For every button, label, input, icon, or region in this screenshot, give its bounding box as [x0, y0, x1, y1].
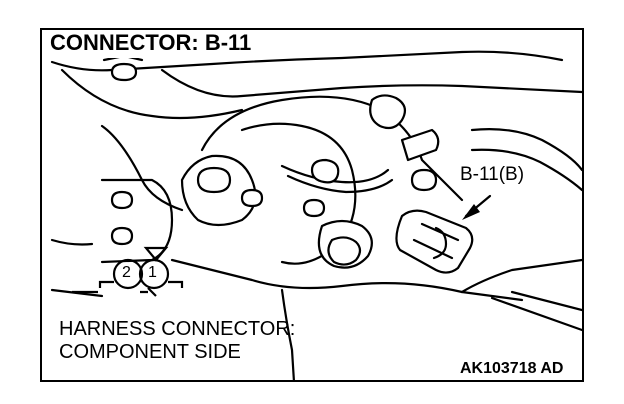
- connector-callout-label: B-11(B): [460, 164, 525, 185]
- diagram-frame: CONNECTOR: B-11 B-11(B) 2 1 HARNESS CONN…: [40, 28, 584, 382]
- harness-label-line2: COMPONENT SIDE: [59, 341, 241, 363]
- figure-code: AK103718 AD: [460, 360, 564, 377]
- harness-label-line1: HARNESS CONNECTOR:: [59, 318, 296, 340]
- diagram-title: CONNECTOR: B-11: [48, 30, 256, 58]
- engine-illustration: [50, 50, 582, 380]
- pin-label: 2: [122, 264, 131, 281]
- pin-label: 1: [148, 264, 157, 281]
